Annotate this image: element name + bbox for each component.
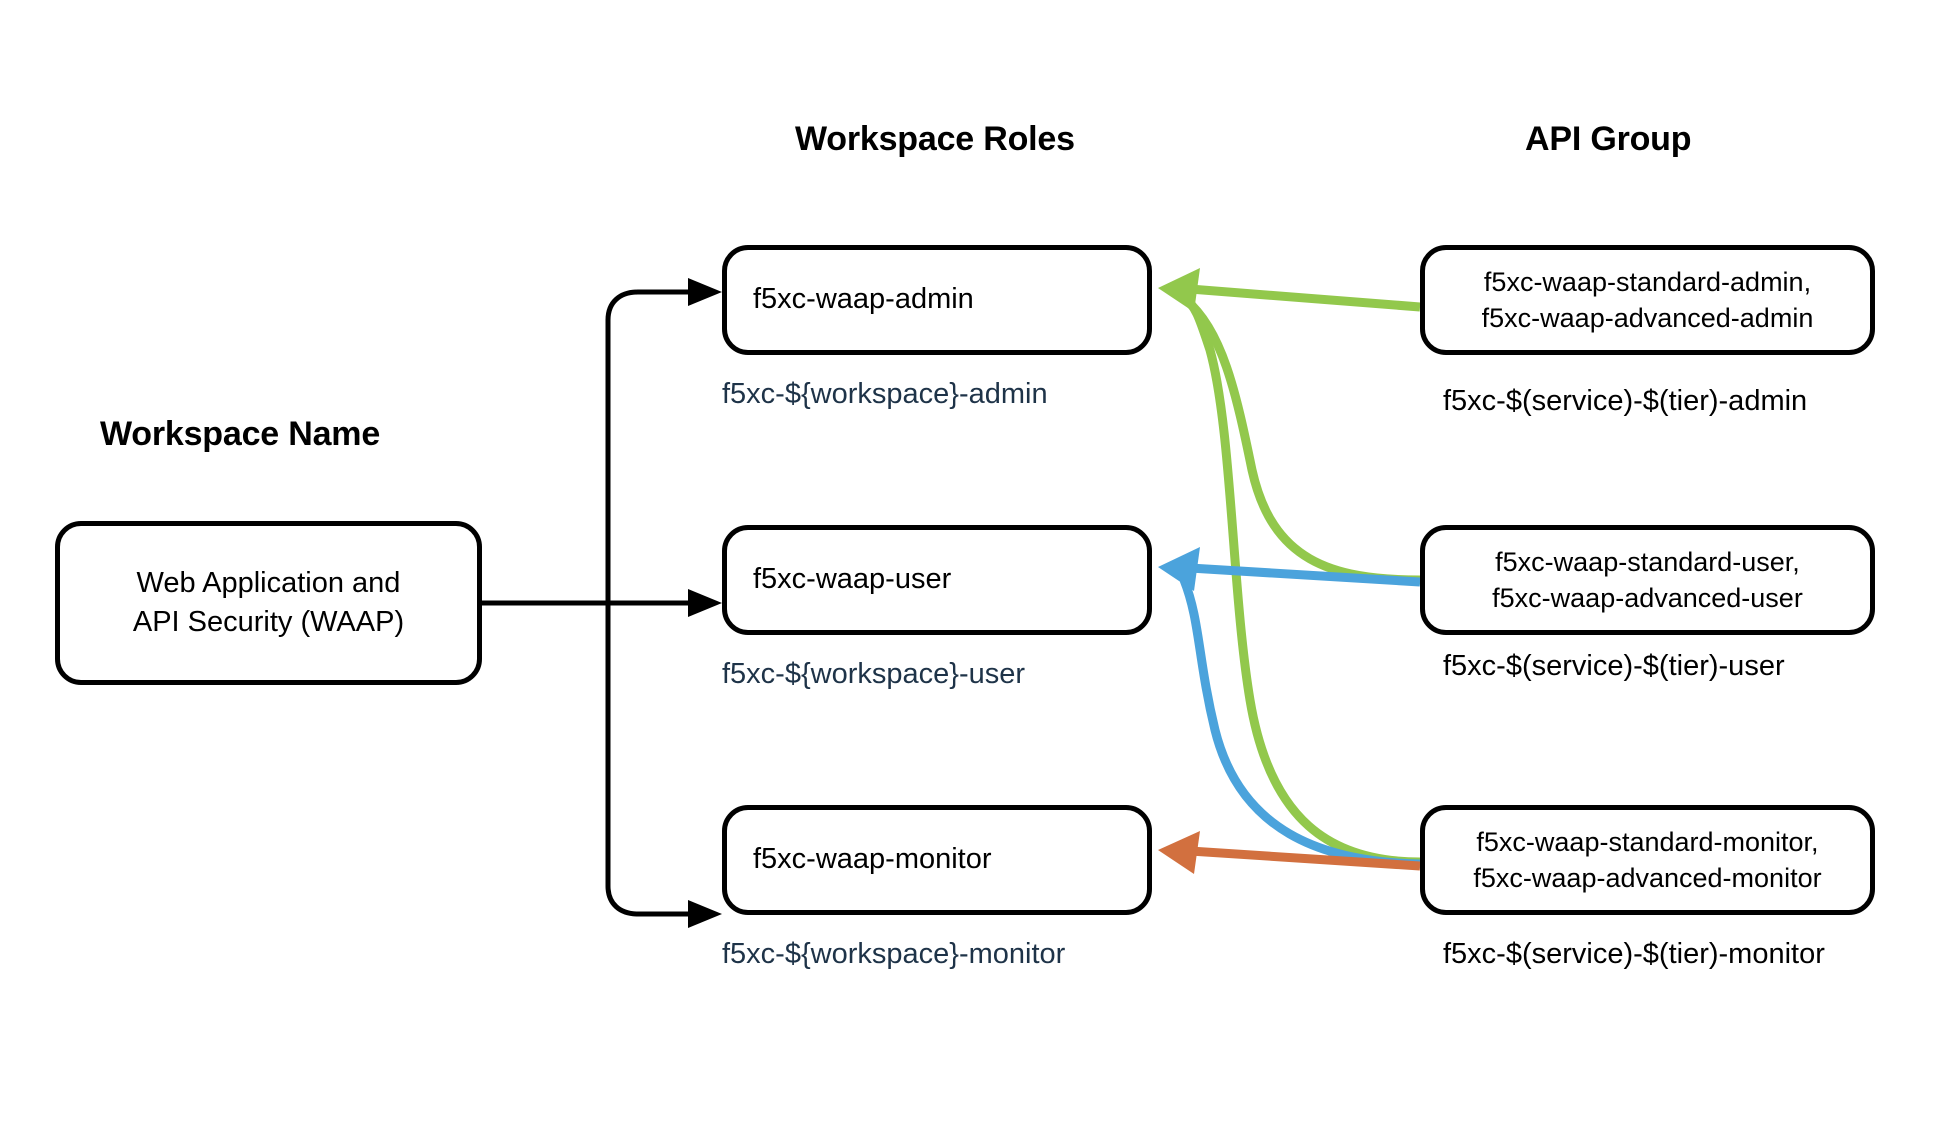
connector-api-user-to-role-user — [1189, 563, 1421, 587]
workspace-role-label-monitor: f5xc-waap-monitor — [753, 843, 992, 876]
workspace-role-label-admin: f5xc-waap-admin — [753, 283, 974, 316]
connector-workspace-arrowheads — [688, 278, 722, 928]
connector-workspace-fork — [482, 289, 690, 917]
workspace-role-box-admin[interactable]: f5xc-waap-admin — [722, 245, 1152, 355]
connector-api-admin-to-role-admin — [1189, 284, 1421, 312]
workspace-name-box[interactable]: Web Application and API Security (WAAP) — [55, 521, 482, 685]
api-group-pattern-admin: f5xc-$(service)-$(tier)-admin — [1443, 385, 1808, 417]
arrowhead-to-role-monitor — [688, 900, 722, 928]
api-group-pattern-monitor: f5xc-$(service)-$(tier)-monitor — [1443, 938, 1825, 970]
api-group-box-monitor[interactable]: f5xc-waap-standard-monitor, f5xc-waap-ad… — [1420, 805, 1875, 915]
column-heading-workspace-roles: Workspace Roles — [795, 120, 1075, 158]
column-heading-api-group: API Group — [1525, 120, 1692, 158]
api-group-pattern-user: f5xc-$(service)-$(tier)-user — [1443, 650, 1785, 682]
workspace-name-text: Web Application and API Security (WAAP) — [132, 566, 405, 638]
arrowhead-to-role-admin — [688, 278, 722, 306]
workspace-role-pattern-monitor: f5xc-${workspace}-monitor — [722, 938, 1066, 970]
connector-api-user-to-role-admin — [1183, 296, 1421, 585]
api-group-label-monitor: f5xc-waap-standard-monitor, f5xc-waap-ad… — [1473, 826, 1822, 893]
workspace-role-pattern-admin: f5xc-${workspace}-admin — [722, 378, 1048, 410]
column-heading-workspace-name: Workspace Name — [100, 415, 381, 453]
connector-api-monitor-to-role-user — [1179, 578, 1421, 869]
api-group-box-user[interactable]: f5xc-waap-standard-user, f5xc-waap-advan… — [1420, 525, 1875, 635]
api-group-box-admin[interactable]: f5xc-waap-standard-admin, f5xc-waap-adva… — [1420, 245, 1875, 355]
api-group-label-user: f5xc-waap-standard-user, f5xc-waap-advan… — [1492, 546, 1803, 613]
arrowhead-blue-role-user — [1158, 547, 1200, 591]
workspace-role-label-user: f5xc-waap-user — [753, 563, 952, 596]
arrowhead-orange-role-monitor — [1158, 831, 1200, 874]
workspace-role-pattern-user: f5xc-${workspace}-user — [722, 658, 1026, 690]
workspace-role-box-user[interactable]: f5xc-waap-user — [722, 525, 1152, 635]
connector-api-monitor-to-role-admin — [1181, 293, 1421, 867]
arrowhead-to-role-user — [688, 589, 722, 617]
workspace-role-box-monitor[interactable]: f5xc-waap-monitor — [722, 805, 1152, 915]
arrowhead-green-role-admin — [1158, 268, 1200, 312]
api-group-label-admin: f5xc-waap-standard-admin, f5xc-waap-adva… — [1481, 266, 1814, 333]
connector-api-monitor-to-role-monitor — [1189, 846, 1421, 871]
